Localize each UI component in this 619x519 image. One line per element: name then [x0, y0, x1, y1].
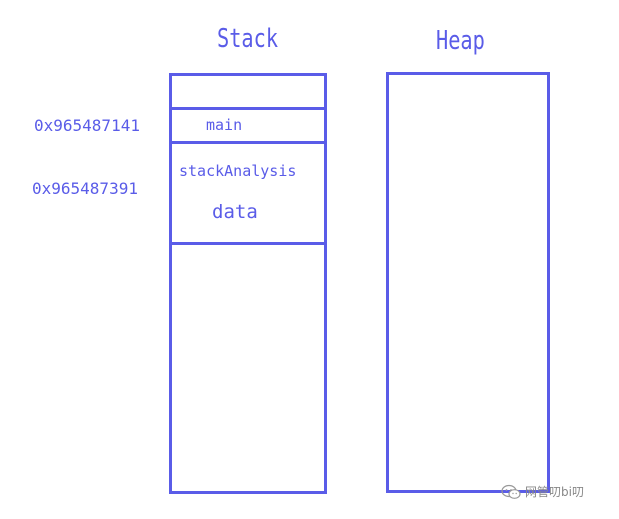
stack-divider-1 [169, 107, 327, 110]
stack-divider-2 [169, 141, 327, 144]
stack-title: Stack [217, 24, 279, 54]
heap-column [386, 72, 550, 493]
frame-stack-analysis-label: stackAnalysis [179, 162, 297, 180]
heap-title: Heap [436, 26, 485, 56]
frame-data-label: data [212, 201, 258, 223]
address-stack-analysis: 0x965487391 [32, 179, 138, 198]
stack-column [169, 73, 327, 494]
address-main: 0x965487141 [34, 116, 140, 135]
stack-divider-3 [169, 242, 327, 245]
wechat-icon [501, 484, 521, 499]
watermark: 网管叨bi叨 [501, 483, 584, 500]
frame-main-label: main [206, 116, 243, 134]
watermark-text: 网管叨bi叨 [525, 485, 584, 499]
